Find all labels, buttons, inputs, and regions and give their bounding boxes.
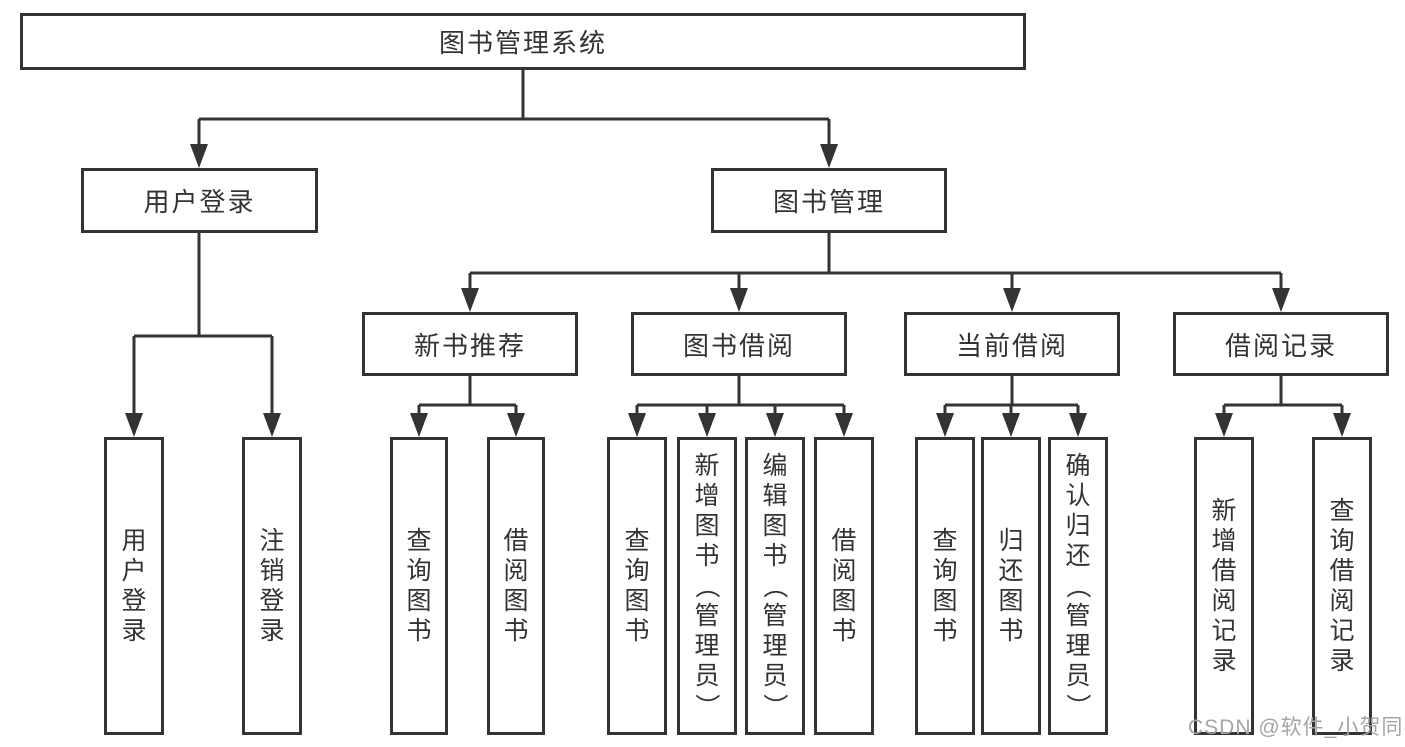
node-current-borrow-label: 当前借阅 xyxy=(955,330,1068,361)
leaf-current-query-book: 查询图书 xyxy=(915,437,975,735)
node-new-book-recommend: 新书推荐 xyxy=(362,312,578,376)
leaf-current-confirm-return-admin: 确认归还（管理员） xyxy=(1048,437,1108,735)
leaf-records-add-record: 新增借阅记录 xyxy=(1194,437,1254,735)
node-user-login: 用户登录 xyxy=(81,168,318,233)
node-root-system: 图书管理系统 xyxy=(20,13,1026,70)
node-book-borrow-label: 图书借阅 xyxy=(682,330,795,361)
leaf-current-query-book-label: 查询图书 xyxy=(932,527,958,645)
leaf-borrow-query-book: 查询图书 xyxy=(607,437,667,735)
leaf-logout-label: 注销登录 xyxy=(259,527,285,645)
node-borrow-records-label: 借阅记录 xyxy=(1224,330,1337,361)
node-new-book-recommend-label: 新书推荐 xyxy=(413,330,526,361)
leaf-user-login: 用户登录 xyxy=(104,437,164,735)
node-borrow-records: 借阅记录 xyxy=(1173,312,1389,376)
node-root-label: 图书管理系统 xyxy=(438,28,607,58)
leaf-recommend-query-book-label: 查询图书 xyxy=(406,527,432,645)
leaf-user-login-label: 用户登录 xyxy=(121,527,147,645)
leaf-records-query-record: 查询借阅记录 xyxy=(1312,437,1372,735)
leaf-borrow-borrow-book: 借阅图书 xyxy=(814,437,874,735)
leaf-borrow-query-book-label: 查询图书 xyxy=(624,527,650,645)
node-book-management-label: 图书管理 xyxy=(772,187,885,217)
leaf-records-add-record-label: 新增借阅记录 xyxy=(1211,497,1237,675)
node-current-borrow: 当前借阅 xyxy=(904,312,1120,376)
leaf-borrow-edit-book-admin-label: 编辑图书（管理员） xyxy=(760,452,789,719)
leaf-recommend-query-book: 查询图书 xyxy=(390,437,448,735)
leaf-borrow-edit-book-admin: 编辑图书（管理员） xyxy=(745,437,805,735)
node-book-borrow: 图书借阅 xyxy=(631,312,847,376)
leaf-recommend-borrow-book: 借阅图书 xyxy=(487,437,545,735)
leaf-records-query-record-label: 查询借阅记录 xyxy=(1329,497,1355,675)
leaf-current-return-book-label: 归还图书 xyxy=(998,527,1024,645)
leaf-borrow-add-book-admin: 新增图书（管理员） xyxy=(677,437,737,735)
leaf-recommend-borrow-book-label: 借阅图书 xyxy=(503,527,529,645)
leaf-current-return-book: 归还图书 xyxy=(981,437,1041,735)
node-user-login-label: 用户登录 xyxy=(143,187,256,217)
leaf-borrow-add-book-admin-label: 新增图书（管理员） xyxy=(692,452,721,719)
leaf-borrow-borrow-book-label: 借阅图书 xyxy=(831,527,857,645)
csdn-watermark: CSDN @软件_小贺同学 xyxy=(1188,716,1405,739)
leaf-current-confirm-return-admin-label: 确认归还（管理员） xyxy=(1063,452,1092,719)
node-book-management: 图书管理 xyxy=(711,168,947,233)
leaf-logout: 注销登录 xyxy=(242,437,302,735)
